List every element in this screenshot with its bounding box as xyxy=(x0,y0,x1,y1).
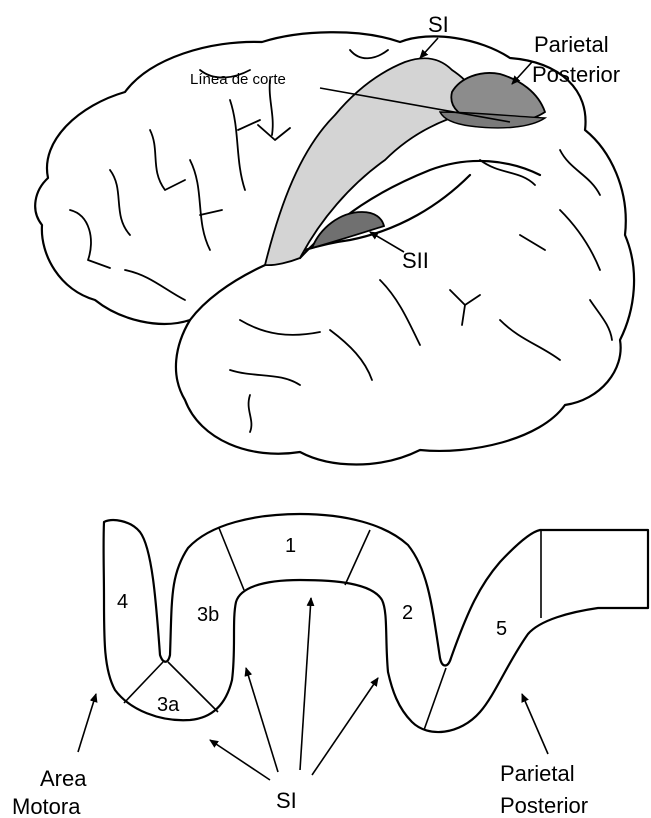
sulcus xyxy=(480,150,600,195)
sulcus xyxy=(380,280,420,345)
area-4-label: 4 xyxy=(117,591,128,613)
si-arrow-1 xyxy=(300,598,311,770)
sulcus xyxy=(150,130,185,190)
parietal-label-line2: Posterior xyxy=(532,62,620,87)
si-arrow-2 xyxy=(312,678,378,775)
cut-line-label: Línea de corte xyxy=(190,71,286,88)
sii-arrow xyxy=(370,232,404,252)
sulcus xyxy=(500,320,560,360)
area-motora-line2: Motora xyxy=(12,794,81,818)
sulcus xyxy=(190,160,222,250)
si-arrow xyxy=(420,38,438,58)
boundary-1-2 xyxy=(345,530,370,585)
cerebrum-outline xyxy=(35,32,634,464)
sulcus xyxy=(110,170,130,235)
si-bottom-label: SI xyxy=(276,788,297,813)
cortex-section-outline xyxy=(104,514,648,732)
area-5-label: 5 xyxy=(496,618,507,640)
sulcus xyxy=(230,100,260,190)
sulcus xyxy=(70,210,110,268)
sii-label: SII xyxy=(402,248,429,273)
si-arrow-3b xyxy=(246,668,278,772)
sulcus xyxy=(249,395,252,432)
sulcus xyxy=(258,80,290,140)
boundary-2-5 xyxy=(424,668,446,730)
area-3b-label: 3b xyxy=(197,604,219,626)
parietal-arrow xyxy=(512,62,532,84)
sulcus xyxy=(450,290,480,325)
area-1-label: 1 xyxy=(285,535,296,557)
boundary-3b-1 xyxy=(219,528,244,590)
parietal-bottom-line2: Posterior xyxy=(500,793,588,818)
sulcus xyxy=(350,50,388,58)
area-2-label: 2 xyxy=(402,602,413,624)
parietal-bottom-arrow xyxy=(522,694,548,754)
sulcus xyxy=(230,370,300,385)
brain-lateral-view xyxy=(35,32,634,464)
sulcus xyxy=(520,210,600,270)
area-3a-label: 3a xyxy=(157,694,180,716)
sulcus xyxy=(125,270,185,300)
area-motora-arrow xyxy=(78,694,96,752)
area-motora-line1: Area xyxy=(40,766,87,791)
parietal-label-line1: Parietal xyxy=(534,32,609,57)
parietal-bottom-line1: Parietal xyxy=(500,761,575,786)
si-label: SI xyxy=(428,12,449,37)
sulcus xyxy=(590,300,612,340)
si-arrow-3a xyxy=(210,740,270,780)
cortex-section xyxy=(104,514,648,732)
sulcus xyxy=(330,330,372,380)
sulcus xyxy=(240,320,320,335)
